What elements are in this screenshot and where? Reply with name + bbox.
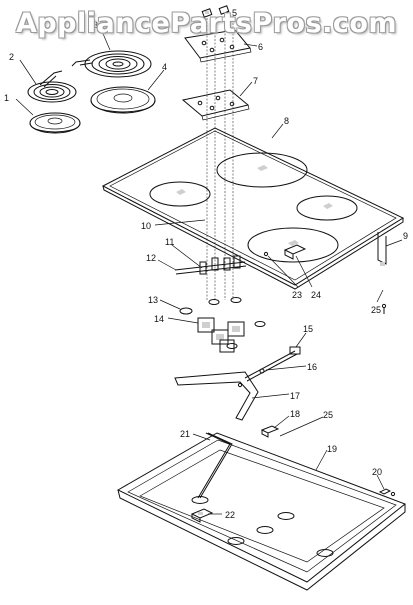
callout-7: 7	[253, 76, 258, 86]
bracket-plate-top	[184, 29, 252, 63]
bracket-plate-middle	[181, 89, 250, 121]
switch-shafts	[206, 16, 234, 300]
callout-4: 4	[162, 62, 167, 72]
shaft-bracket	[244, 346, 301, 382]
screws	[378, 303, 396, 497]
callout-12: 12	[146, 253, 156, 263]
element-receptacle	[263, 244, 307, 260]
callout-13: 13	[148, 295, 158, 305]
callout-25a: 25	[323, 410, 333, 420]
burner-box	[116, 432, 406, 591]
callout-9: 9	[403, 231, 408, 241]
callout-5: 5	[232, 8, 237, 18]
callout-23: 23	[292, 290, 302, 300]
callout-numbers: 1 2 3 4 5 6 7 8 9 10 11 12 13 14 15 16 1…	[4, 8, 408, 520]
leader-lines	[15, 10, 403, 515]
surface-element-small	[27, 70, 77, 103]
callout-17: 17	[290, 391, 300, 401]
washers	[179, 297, 266, 349]
drip-pan-small	[29, 112, 81, 134]
support-bracket	[174, 371, 259, 421]
surface-element-large	[71, 50, 152, 78]
callout-2: 2	[9, 52, 14, 62]
site-watermark: AppliancePartsPros.com	[15, 8, 398, 39]
callout-19: 19	[327, 444, 337, 454]
callout-14: 14	[154, 314, 164, 324]
callout-18: 18	[290, 409, 300, 419]
callout-21: 21	[180, 429, 190, 439]
switch-bracket	[174, 255, 247, 275]
control-knobs	[201, 5, 230, 18]
callout-3: 3	[93, 20, 98, 30]
callout-16: 16	[307, 362, 317, 372]
callout-22: 22	[225, 510, 235, 520]
callout-25b: 25	[371, 305, 381, 315]
callout-8: 8	[284, 116, 289, 126]
callout-20: 20	[372, 467, 382, 477]
callout-24: 24	[311, 290, 321, 300]
drip-pan-large	[90, 86, 156, 114]
terminal-block	[190, 508, 214, 523]
cooktop-main-top	[101, 127, 405, 290]
mounting-clip	[260, 425, 280, 438]
callout-1: 1	[4, 93, 9, 103]
callout-11: 11	[165, 237, 174, 247]
infinite-switches	[197, 317, 245, 353]
callout-6: 6	[258, 42, 263, 52]
callout-10: 10	[141, 221, 151, 231]
callout-15: 15	[303, 324, 313, 334]
